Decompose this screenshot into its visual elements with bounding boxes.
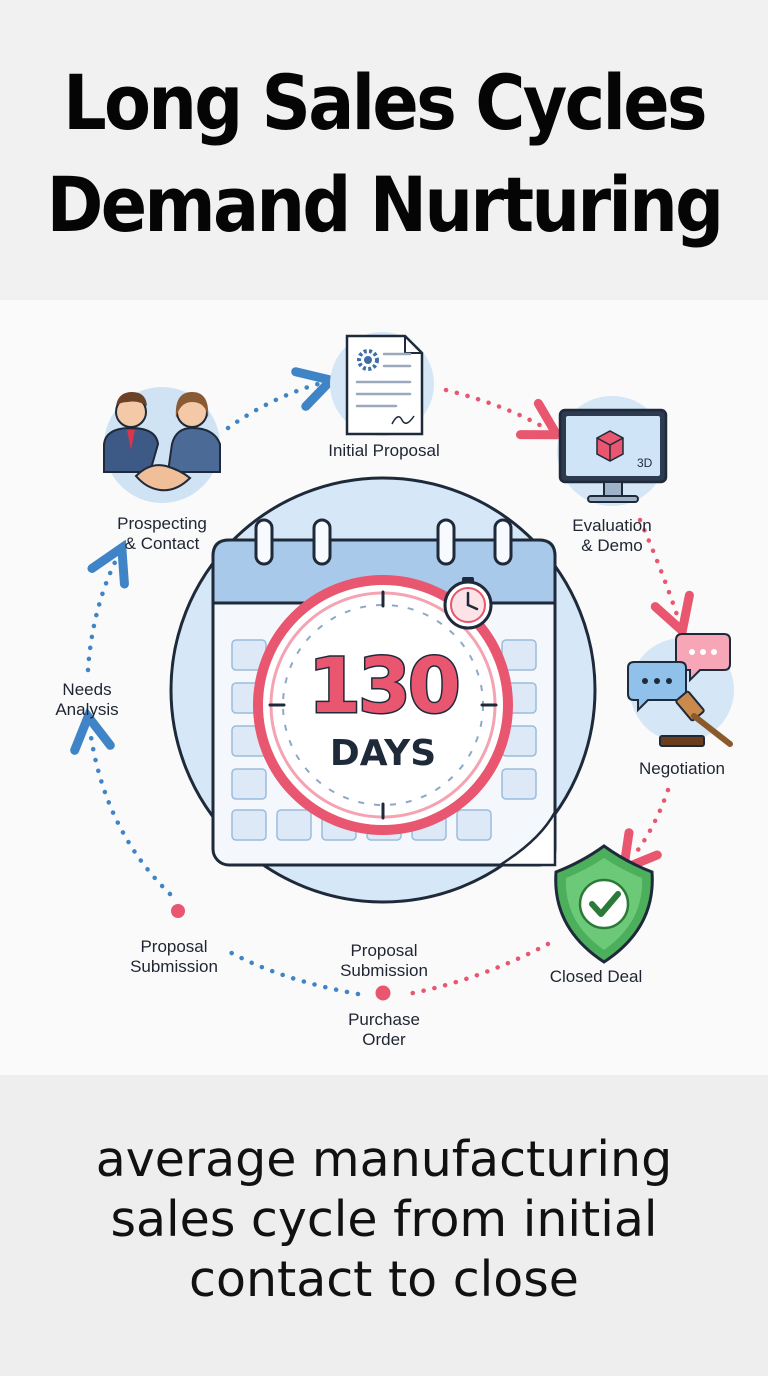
label-prospecting: Prospecting & Contact (117, 514, 207, 553)
connector-prospecting-to-proposal (225, 384, 318, 431)
milestone-dot-left (171, 904, 185, 918)
monitor-3d-icon: 3D (557, 396, 668, 506)
connector-needs-to-prospecting (85, 560, 116, 673)
label-closed-deal: Closed Deal (549, 967, 643, 986)
title-band (0, 0, 768, 300)
label-proposal-submission-left: Proposal Submission (130, 937, 218, 976)
milestone-dot-bottom (375, 985, 391, 1001)
days-unit: DAYS (330, 733, 436, 774)
cycle-connectors (85, 384, 678, 997)
connector-negotiation-to-closed (632, 787, 671, 858)
label-initial-proposal: Initial Proposal (328, 441, 440, 460)
shield-check-icon (554, 844, 654, 964)
label-negotiation: Negotiation (638, 759, 725, 778)
monitor-badge: 3D (637, 456, 653, 470)
document-gear-icon (330, 332, 434, 436)
title-line-2: Demand Nurturing (46, 160, 724, 249)
label-needs-analysis: Needs Analysis (55, 680, 119, 719)
label-proposal-submission-center: Proposal Submission (340, 941, 428, 980)
caption: average manufacturing sales cycle from i… (0, 1130, 768, 1310)
handshake-icon (103, 387, 221, 503)
connector-evaluation-to-negotiation (637, 517, 678, 618)
page-title: Long Sales Cycles Demand Nurturing (38, 52, 729, 256)
days-badge (253, 575, 513, 835)
label-evaluation: Evaluation & Demo (572, 516, 652, 555)
speech-bubbles-gavel-icon (627, 633, 734, 747)
connector-closed-to-purchase (405, 941, 551, 997)
clock-icon (443, 577, 493, 630)
caption-line-3: contact to close (189, 1251, 579, 1308)
connector-proposal-to-evaluation (443, 387, 545, 428)
connector-proposal-to-needs (90, 730, 173, 897)
caption-line-2: sales cycle from initial (110, 1191, 658, 1248)
days-number: 130 (308, 641, 458, 730)
caption-line-1: average manufacturing (95, 1131, 673, 1188)
caption-band (0, 1075, 768, 1376)
label-purchase-order: Purchase Order (348, 1010, 420, 1049)
title-line-1: Long Sales Cycles (63, 58, 708, 147)
